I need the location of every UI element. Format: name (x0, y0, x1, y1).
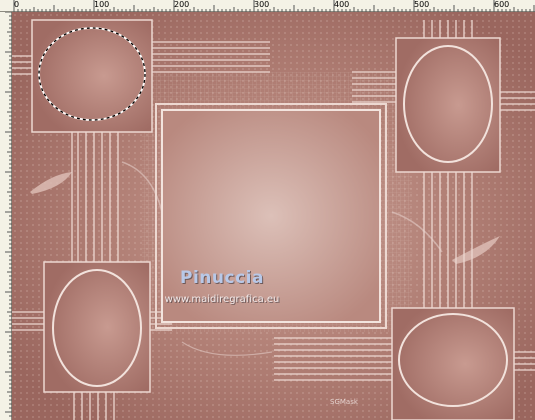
stripes (12, 20, 535, 420)
stripes-tr-horizontal (352, 71, 396, 103)
leaf-left (30, 172, 72, 194)
stripes-tl-vertical (71, 132, 119, 262)
stripes-tr-vertical (423, 172, 473, 312)
frame-top-left (31, 19, 153, 133)
artwork (12, 12, 535, 420)
ruler-label-0: 0 (14, 0, 20, 9)
vertical-ruler[interactable] (0, 12, 12, 420)
stripes-tl-horizontal (152, 41, 270, 73)
vertical-ruler-ticks (5, 12, 12, 417)
swirl-2 (391, 211, 443, 253)
frame-bottom-left (43, 261, 151, 393)
swirl-3 (181, 341, 273, 356)
ruler-label-400: 400 (334, 0, 350, 9)
ruler-label-600: 600 (494, 0, 510, 9)
frame-bottom-right (391, 307, 515, 420)
ruler-label-300: 300 (254, 0, 270, 9)
center-frame (155, 103, 387, 329)
image-canvas[interactable]: Pinuccia www.maidiregrafica.eu SGMask (12, 12, 535, 420)
horizontal-ruler-ticks (13, 0, 535, 12)
ruler-label-500: 500 (414, 0, 430, 9)
ruler-label-200: 200 (174, 0, 190, 9)
swirl-1 (121, 161, 163, 213)
ruler-label-100: 100 (94, 0, 110, 9)
frame-top-right (395, 37, 501, 173)
mask-credit: SGMask (330, 398, 358, 406)
stripes-br-horizontal (274, 337, 392, 381)
horizontal-ruler[interactable]: 0 100 200 300 400 500 600 (0, 0, 535, 12)
